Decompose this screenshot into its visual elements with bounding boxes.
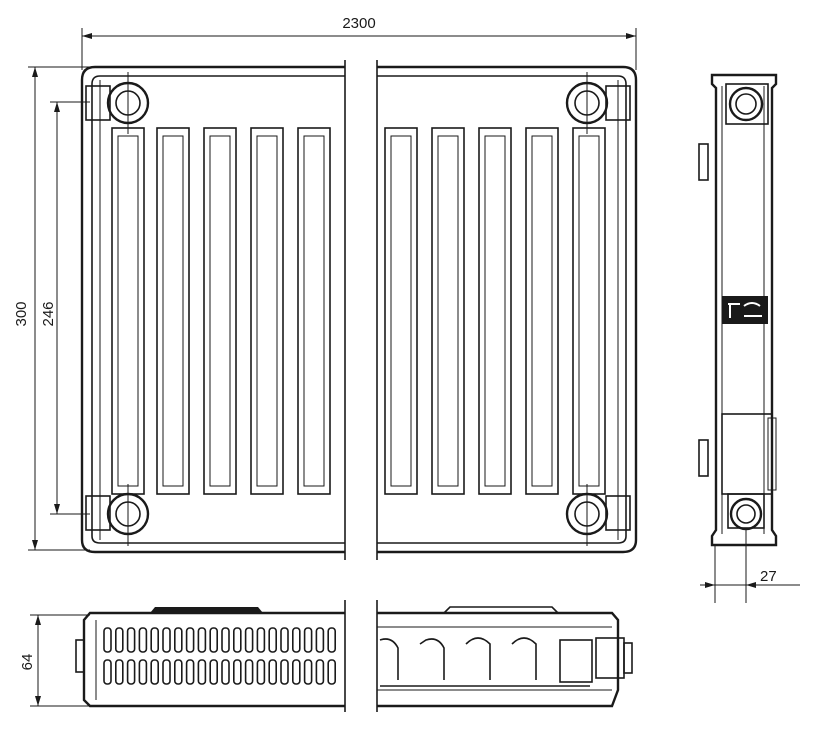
convector-fin	[115, 627, 124, 653]
convector-fin	[268, 659, 278, 685]
connection-top-left	[85, 81, 150, 125]
front-right-channels	[384, 127, 606, 495]
convector-fin	[280, 659, 289, 685]
convector-fin	[244, 659, 254, 685]
lower-bracket	[698, 439, 709, 477]
convector-fin	[327, 659, 337, 685]
convector-fin	[221, 659, 230, 685]
convector-fin	[150, 627, 159, 653]
top-view-left	[75, 607, 345, 708]
center-distance-dimension: 246	[40, 101, 90, 515]
convector-fin	[174, 627, 183, 653]
convector-fin	[233, 659, 242, 685]
convector-fin	[197, 627, 207, 653]
convector-fin	[221, 627, 230, 653]
convector-fin	[174, 659, 183, 685]
convector-fin	[138, 627, 148, 653]
front-left-channels	[111, 127, 331, 495]
convector-fin	[280, 627, 289, 653]
convector-fin	[303, 627, 313, 653]
connection-bottom-right	[565, 492, 631, 536]
top-view-right	[377, 606, 633, 708]
convector-fin	[268, 627, 278, 653]
top-right-convector-fins	[379, 637, 593, 687]
break-lines	[344, 60, 378, 712]
offset-dimension: 27	[700, 530, 800, 603]
convector-fin	[115, 659, 124, 685]
convector-fin	[327, 627, 337, 653]
connection-top-right	[565, 81, 631, 125]
connection-bottom-left	[85, 492, 150, 536]
side-bottom-connection	[727, 493, 765, 531]
convector-fin	[103, 627, 112, 653]
convector-fin	[162, 627, 171, 653]
offset-label: 27	[760, 568, 777, 585]
length-label: 2300	[342, 15, 375, 32]
side-view	[698, 73, 778, 547]
depth-dimension: 64	[19, 614, 90, 707]
convector-fin	[256, 627, 266, 653]
depth-label: 64	[19, 654, 36, 671]
convector-fin	[291, 659, 301, 685]
convector-fin	[185, 659, 195, 685]
convector-fin	[150, 659, 159, 685]
convector-fin	[103, 659, 112, 685]
height-dimension: 300	[13, 66, 90, 551]
convector-fin	[162, 659, 171, 685]
convector-fin	[244, 627, 254, 653]
convector-fin	[126, 659, 136, 685]
brand-plate	[722, 296, 768, 324]
convector-fin	[315, 659, 325, 685]
center-distance-label: 246	[40, 301, 57, 326]
convector-fin	[291, 627, 301, 653]
top-left-convector-fins	[103, 627, 337, 685]
front-view-left	[80, 65, 345, 554]
convector-fin	[126, 627, 136, 653]
convector-fin	[209, 659, 218, 685]
upper-bracket	[698, 143, 709, 181]
height-label: 300	[13, 301, 30, 326]
convector-fin	[185, 627, 195, 653]
convector-fin	[303, 659, 313, 685]
convector-fin	[233, 627, 242, 653]
convector-fin	[197, 659, 207, 685]
convector-fin	[209, 627, 218, 653]
convector-fin	[256, 659, 266, 685]
convector-fin	[138, 659, 148, 685]
length-dimension: 2300	[81, 15, 637, 70]
front-view-right	[377, 65, 638, 554]
side-top-connection	[725, 83, 769, 125]
convector-fin	[315, 627, 325, 653]
